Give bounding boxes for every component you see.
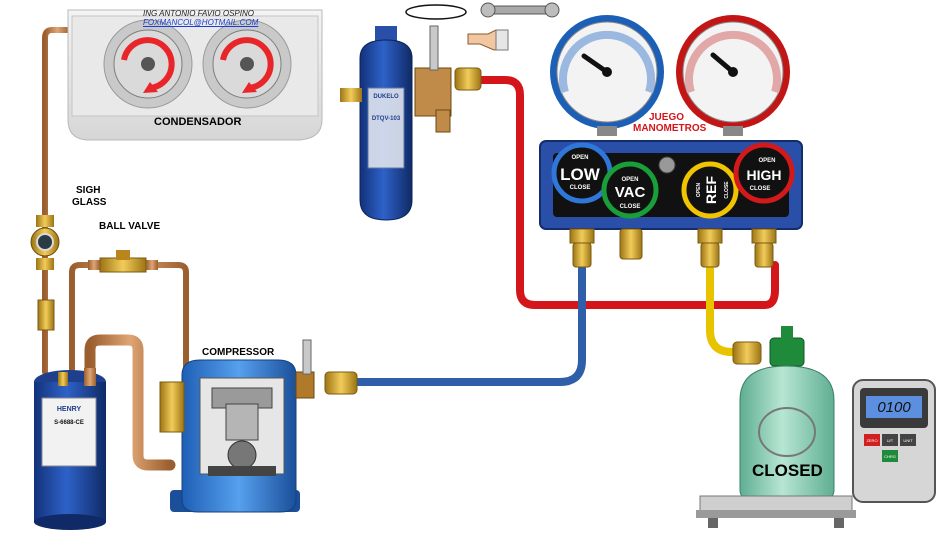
electronic-scale-controller	[852, 379, 936, 503]
valve-high-open: OPEN	[758, 158, 775, 164]
valve-vac-close: CLOSE	[620, 204, 641, 210]
condenser	[67, 9, 323, 141]
refrigerant-cylinder	[739, 326, 835, 499]
valve-ring-high	[733, 142, 795, 204]
valve-ring-vac	[601, 161, 659, 219]
scale-display	[866, 396, 922, 418]
condenser-label: CONDENSADOR	[154, 116, 242, 128]
cylinder-state-label: CLOSED	[752, 461, 823, 480]
condenser-fan-right-icon	[202, 19, 292, 109]
scale-btn-ut-label: U/T	[887, 438, 894, 443]
scale-btn-zero-label: ZERO	[866, 438, 877, 443]
manifold-valve-high[interactable]	[733, 142, 795, 204]
sight-glass-label-line1: SIGH	[76, 185, 101, 196]
condenser-fan-left-icon	[103, 19, 193, 109]
accumulator-brand: HENRY	[57, 406, 82, 413]
scale-btn-unit-label: UNIT	[903, 438, 913, 443]
valve-ref-close: CLOSE	[724, 181, 730, 199]
refrigerant-hose	[706, 261, 749, 356]
pointing-hand-icon	[467, 29, 509, 51]
author-name: ING ANTONIO FAVIO OSPINO	[143, 9, 254, 18]
high-pressure-hose	[474, 76, 779, 309]
cylinder-hose-fitting	[732, 341, 762, 365]
scale-button-unit[interactable]	[900, 434, 916, 446]
manifold-valve-ref[interactable]	[681, 161, 739, 219]
author-email[interactable]: FOXMANCOL@HOTMAIL.COM	[143, 18, 259, 27]
accumulator-model: S-6688-CE	[54, 420, 84, 426]
valve-ring-ref	[681, 161, 739, 219]
hoses	[351, 76, 779, 386]
suction-accumulator	[34, 368, 106, 530]
manifold-valve-vac[interactable]	[601, 161, 659, 219]
scale-reading: 0100	[877, 399, 911, 416]
compressor	[159, 339, 315, 513]
scale-platform	[696, 495, 856, 528]
valve-vac-label: VAC	[615, 184, 646, 201]
valve-low-close: CLOSE	[570, 185, 591, 191]
valve-ref-open: OPEN	[696, 183, 702, 198]
receiver-model: DTQV-103	[372, 116, 401, 122]
filter-fitting	[37, 299, 55, 331]
suction-service-fitting	[324, 371, 358, 395]
valve-ref-label: REF	[703, 176, 719, 204]
low-pressure-gauge	[550, 15, 664, 136]
compressor-label: COMPRESSOR	[202, 347, 275, 358]
scale-btn-chrg-label: CHRG	[884, 454, 896, 459]
receiver-brand: DUKELO	[373, 94, 399, 100]
high-pressure-gauge	[676, 15, 790, 136]
manifold-fittings	[569, 228, 777, 268]
gauges-label-line1: JUEGO	[649, 112, 685, 123]
scale-button-chrg[interactable]	[882, 450, 898, 462]
valve-high-label: HIGH	[747, 167, 782, 183]
valve-high-close: CLOSE	[750, 186, 771, 192]
valve-low-label: LOW	[560, 165, 601, 184]
sight-glass	[30, 215, 60, 270]
rotation-indicator-icon	[405, 4, 467, 20]
ball-valve-label: BALL VALVE	[99, 221, 161, 232]
valve-low-open: OPEN	[571, 155, 588, 161]
liquid-receiver	[340, 25, 482, 221]
valve-vac-open: OPEN	[621, 177, 638, 183]
ball-valve[interactable]	[88, 250, 158, 273]
gauges-label-line2: MANOMETROS	[633, 123, 707, 134]
scale-button-ut[interactable]	[882, 434, 898, 446]
low-pressure-hose	[351, 261, 586, 386]
wrench-icon	[480, 2, 560, 18]
scale-button-zero[interactable]	[864, 434, 880, 446]
sight-glass-label-line2: GLASS	[72, 197, 107, 208]
